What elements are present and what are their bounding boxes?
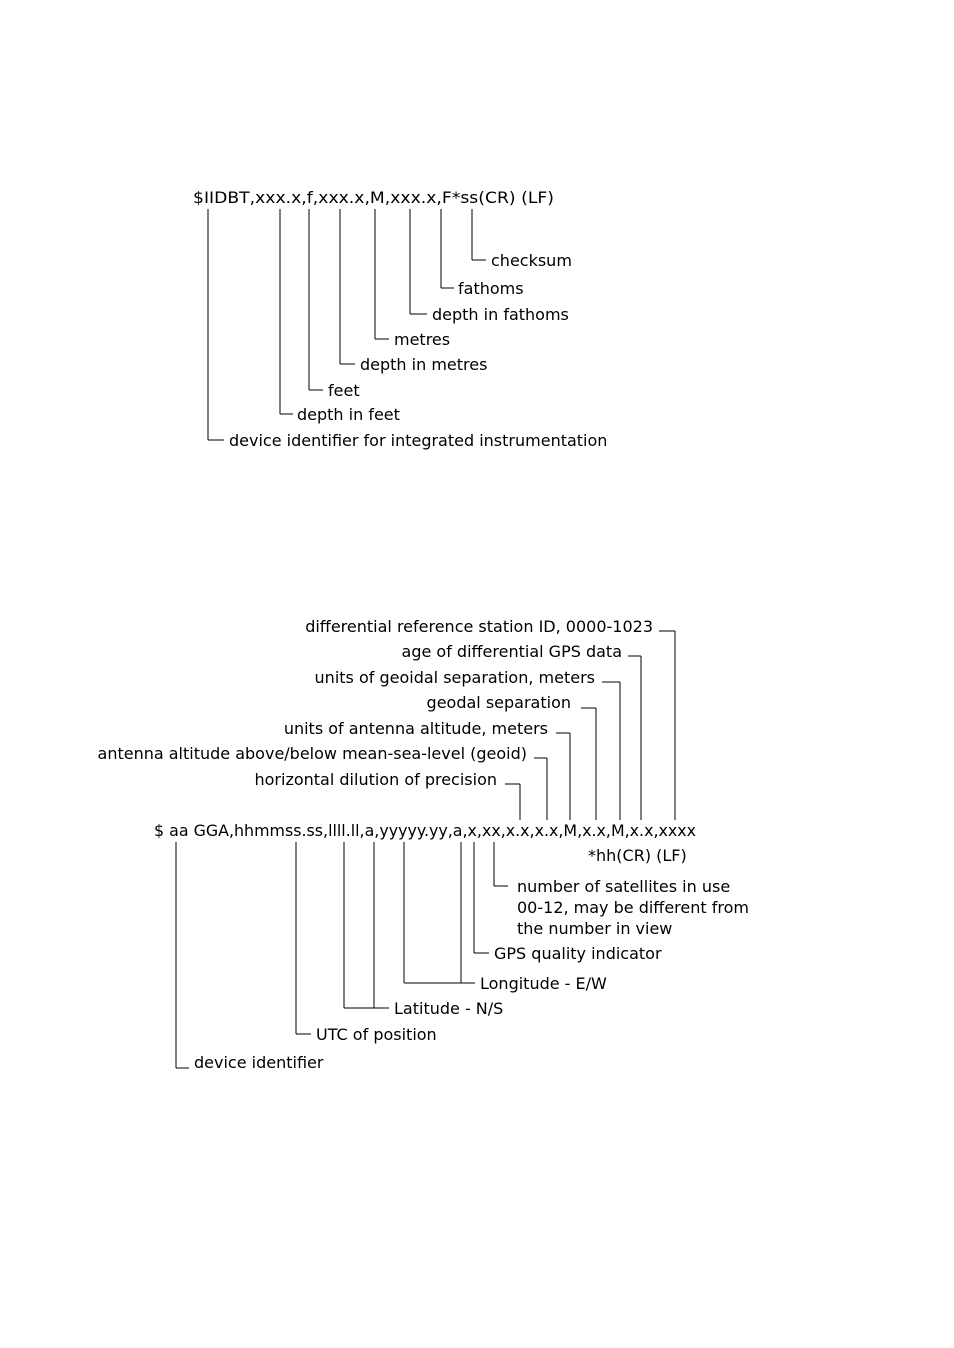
dbt-label-fathoms: fathoms	[458, 279, 524, 298]
gga-label-utc: UTC of position	[316, 1025, 437, 1044]
gga-label-satellites-line1: number of satellites in use	[517, 877, 730, 896]
dbt-label-metres: metres	[394, 330, 450, 349]
dbt-sentence: $IIDBT,xxx.x,f,xxx.x,M,xxx.x,F*ss(CR) (L…	[193, 188, 554, 207]
gga-label-age-dgps: age of differential GPS data	[402, 642, 622, 661]
gga-label-ref-station: differential reference station ID, 0000-…	[305, 617, 653, 636]
dbt-label-feet: feet	[328, 381, 360, 400]
gga-label-device: device identifier	[194, 1053, 324, 1072]
gga-label-geoidal-sep: geodal separation	[427, 693, 571, 712]
gga-label-latitude: Latitude - N/S	[394, 999, 503, 1018]
gga-sentence-tail: *hh(CR) (LF)	[588, 846, 687, 865]
gga-diagram: $ aa GGA,hhmmss.ss,llll.ll,a,yyyyy.yy,a,…	[98, 617, 749, 1072]
gga-label-units-sep: units of geoidal separation, meters	[315, 668, 595, 687]
gga-label-altitude: antenna altitude above/below mean-sea-le…	[98, 744, 527, 763]
dbt-label-depth-feet: depth in feet	[297, 405, 400, 424]
gga-label-satellites-line2: 00-12, may be different from	[517, 898, 749, 917]
dbt-diagram: $IIDBT,xxx.x,f,xxx.x,M,xxx.x,F*ss(CR) (L…	[193, 188, 607, 450]
gga-label-quality: GPS quality indicator	[494, 944, 662, 963]
gga-label-units-alt: units of antenna altitude, meters	[284, 719, 548, 738]
gga-label-satellites-line3: the number in view	[517, 919, 672, 938]
gga-label-hdop: horizontal dilution of precision	[255, 770, 498, 789]
dbt-label-checksum: checksum	[491, 251, 572, 270]
dbt-label-depth-metres: depth in metres	[360, 355, 487, 374]
dbt-label-device: device identifier for integrated instrum…	[229, 431, 607, 450]
gga-label-longitude: Longitude - E/W	[480, 974, 607, 993]
dbt-label-depth-fathoms: depth in fathoms	[432, 305, 569, 324]
gga-sentence: $ aa GGA,hhmmss.ss,llll.ll,a,yyyyy.yy,a,…	[154, 821, 696, 840]
